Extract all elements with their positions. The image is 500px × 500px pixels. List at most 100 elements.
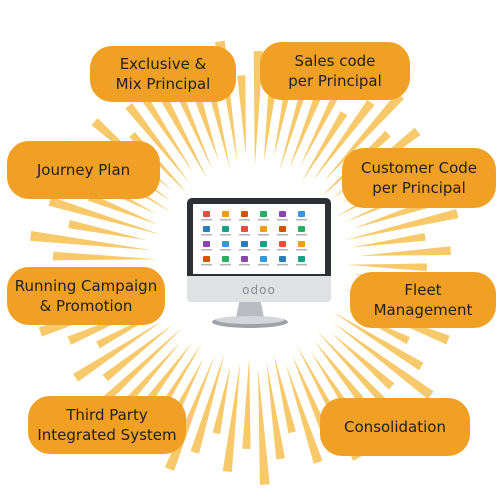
app-icon — [203, 256, 210, 262]
app-icon — [260, 211, 267, 217]
sunburst-ray — [242, 357, 251, 449]
sunburst-ray — [116, 341, 181, 414]
sunburst-ray — [301, 111, 348, 182]
app-icon-caption — [201, 234, 212, 236]
app-icon — [298, 241, 305, 247]
app-icon-grid — [201, 211, 307, 266]
sunburst-ray — [48, 196, 161, 235]
app-icon — [279, 256, 286, 262]
app-icon-caption — [220, 249, 231, 251]
app-icon — [222, 241, 229, 247]
sunburst-ray — [258, 368, 270, 485]
app-icon — [203, 241, 210, 247]
app-icon-caption — [220, 219, 231, 221]
app-icon — [298, 256, 305, 262]
sunburst-ray — [102, 324, 173, 382]
sunburst-ray — [159, 95, 207, 179]
app-icon — [298, 226, 305, 232]
app-icon-caption — [258, 219, 269, 221]
monitor-screen — [193, 204, 325, 274]
feature-running-campaign-promotion: Running Campaign & Promotion — [7, 267, 165, 325]
app-icon-caption — [239, 249, 250, 251]
feature-consolidation: Consolidation — [320, 398, 470, 456]
feature-label: Sales code per Principal — [288, 52, 382, 90]
app-icon-caption — [296, 219, 307, 221]
app-icon-caption — [277, 249, 288, 251]
feature-label: Journey Plan — [36, 161, 131, 179]
sunburst-ray — [333, 322, 434, 400]
monitor-chin — [187, 276, 331, 302]
app-icon-caption — [296, 249, 307, 251]
sunburst-ray — [358, 246, 451, 256]
sunburst-ray — [237, 75, 246, 156]
feature-customer-code-per-principal: Customer Code per Principal — [342, 148, 496, 208]
brand-logo: odoo — [242, 283, 276, 297]
feature-label: Customer Code per Principal — [360, 159, 478, 197]
sunburst-ray — [144, 343, 192, 405]
app-icon — [203, 226, 210, 232]
sunburst-ray — [312, 99, 375, 181]
feature-label: Consolidation — [344, 418, 446, 436]
app-icon — [279, 241, 286, 247]
app-icon — [260, 241, 267, 247]
app-icon-caption — [201, 219, 212, 221]
sunburst-ray — [190, 353, 225, 454]
sunburst-ray — [317, 331, 400, 419]
feature-third-party-integrated-system: Third Party Integrated System — [28, 396, 186, 454]
app-icon-caption — [277, 264, 288, 266]
sunburst-ray — [222, 362, 241, 472]
app-icon-caption — [239, 234, 250, 236]
app-icon-caption — [239, 264, 250, 266]
app-icon-caption — [296, 234, 307, 236]
sunburst-ray — [30, 231, 152, 251]
feature-label: Fleet Management — [373, 281, 473, 319]
feature-label: Third Party Integrated System — [37, 406, 177, 444]
sunburst-ray — [344, 209, 459, 241]
app-icon — [279, 226, 286, 232]
app-icon — [298, 211, 305, 217]
app-icon-caption — [258, 264, 269, 266]
app-icon-caption — [239, 219, 250, 221]
app-icon — [279, 211, 286, 217]
sunburst-ray — [68, 220, 148, 241]
app-icon — [260, 256, 267, 262]
app-icon-caption — [277, 234, 288, 236]
feature-fleet-management: Fleet Management — [350, 272, 496, 328]
app-icon — [222, 256, 229, 262]
app-icon-caption — [258, 249, 269, 251]
sunburst-ray — [212, 366, 231, 435]
feature-journey-plan: Journey Plan — [7, 141, 160, 199]
sunburst-ray — [266, 361, 285, 460]
sunburst-ray — [53, 251, 157, 261]
app-icon-caption — [220, 234, 231, 236]
sunburst-ray — [347, 263, 427, 272]
sunburst-ray — [273, 354, 296, 434]
feature-label: Exclusive & Mix Principal — [115, 55, 211, 93]
app-icon-caption — [220, 264, 231, 266]
sunburst-ray — [289, 86, 325, 169]
feature-sales-code-per-principal: Sales code per Principal — [260, 42, 410, 100]
sunburst-ray — [73, 320, 163, 382]
app-icon-caption — [201, 264, 212, 266]
sunburst-ray — [263, 87, 277, 162]
sunburst-ray — [125, 103, 190, 183]
sunburst-ray — [332, 311, 424, 371]
app-icon — [241, 211, 248, 217]
app-icon-caption — [201, 249, 212, 251]
app-icon — [222, 211, 229, 217]
app-icon — [241, 226, 248, 232]
sunburst-ray — [285, 363, 323, 464]
app-icon-caption — [277, 219, 288, 221]
app-icon-caption — [258, 234, 269, 236]
sunburst-ray — [314, 341, 364, 402]
sunburst-ray — [86, 327, 183, 419]
sunburst-ray — [331, 333, 395, 390]
app-icon — [203, 211, 210, 217]
sunburst-ray — [351, 233, 426, 248]
monitor-neck — [236, 298, 264, 318]
app-icon — [241, 241, 248, 247]
app-icon — [241, 256, 248, 262]
app-icon-caption — [296, 264, 307, 266]
